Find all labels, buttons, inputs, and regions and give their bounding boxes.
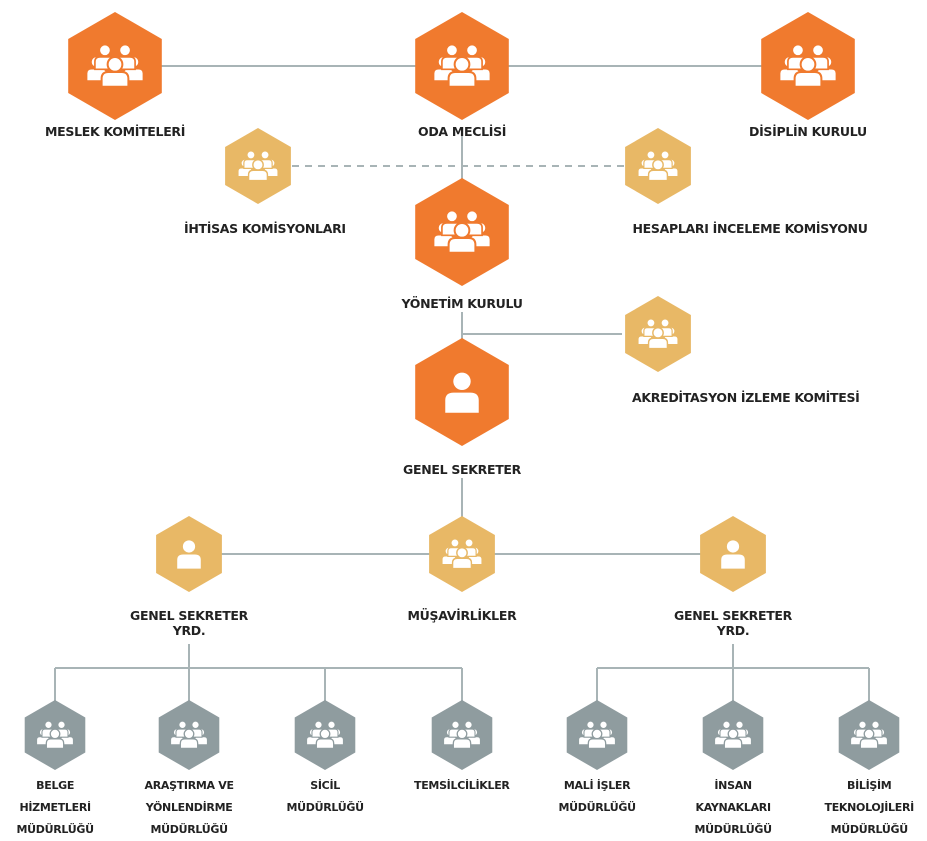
label-line: BELGE [36, 779, 75, 792]
label-line: TEKNOLOJİLERİ [824, 801, 915, 814]
label-temsilcilikler: TEMSİLCİLİKLER [414, 775, 510, 797]
group-icon [637, 318, 679, 350]
group-icon [170, 720, 208, 750]
label-genel-sekreter: GENEL SEKRETER [403, 462, 521, 477]
person-icon [177, 540, 201, 569]
label-line: GENEL SEKRETER [130, 608, 248, 623]
node-meslek-komiteleri [68, 12, 162, 120]
label-belge: BELGE HİZMETLERİ MÜDÜRLÜĞÜ [16, 775, 95, 841]
label-line: AKREDİTASYON İZLEME KOMİTESİ [632, 390, 860, 405]
node-bilisim [838, 700, 900, 770]
label-line: YÖNLENDİRME [145, 801, 233, 814]
group-icon [237, 150, 279, 182]
label-oda-meclisi: ODA MECLİSİ [418, 124, 506, 139]
group-icon [432, 209, 492, 254]
node-gs-yrd-right [700, 516, 766, 592]
label-line: GENEL SEKRETER [674, 608, 792, 623]
group-icon [714, 720, 752, 750]
label-meslek-komiteleri: MESLEK KOMİTELERİ [45, 124, 185, 139]
hexagon-shape [156, 516, 222, 592]
label-line: DİSİPLİN KURULU [749, 124, 867, 139]
label-line: YRD. [172, 623, 206, 638]
label-line: İNSAN [714, 779, 752, 792]
node-akreditasyon [625, 296, 691, 372]
group-icon [578, 720, 616, 750]
label-line: İHTİSAS KOMİSYONLARI [184, 221, 346, 236]
label-disiplin-kurulu: DİSİPLİN KURULU [749, 124, 867, 139]
label-line: YÖNETİM KURULU [401, 296, 523, 311]
label-line: MÜDÜRLÜĞÜ [286, 801, 365, 814]
label-line: MALİ İŞLER [563, 779, 631, 792]
label-line: TEMSİLCİLİKLER [414, 779, 510, 792]
hexagon-shape [415, 338, 509, 446]
label-line: HESAPLARI İNCELEME KOMİSYONU [632, 221, 868, 236]
label-line: ARAŞTIRMA VE [144, 779, 235, 792]
label-insan-kaynaklari: İNSAN KAYNAKLARI MÜDÜRLÜĞÜ [694, 775, 773, 841]
node-arastirma [158, 700, 220, 770]
label-line: MÜDÜRLÜĞÜ [694, 823, 773, 836]
node-genel-sekreter [415, 338, 509, 446]
label-line: GENEL SEKRETER [403, 462, 521, 477]
group-icon [36, 720, 74, 750]
label-arastirma: ARAŞTIRMA VE YÖNLENDİRME MÜDÜRLÜĞÜ [144, 775, 235, 841]
label-akreditasyon: AKREDİTASYON İZLEME KOMİTESİ [632, 390, 860, 405]
group-icon [441, 538, 483, 570]
hexagon-shape [700, 516, 766, 592]
label-line: MESLEK KOMİTELERİ [45, 124, 186, 139]
label-ihtisas-komisyonlari: İHTİSAS KOMİSYONLARI [184, 221, 346, 236]
group-icon [432, 43, 492, 88]
label-line: MÜDÜRLÜĞÜ [16, 823, 95, 836]
label-mali-isler: MALİ İŞLER MÜDÜRLÜĞÜ [558, 775, 637, 819]
label-line: KAYNAKLARI [695, 801, 771, 814]
node-disiplin-kurulu [761, 12, 855, 120]
node-mali-isler [566, 700, 628, 770]
node-hesaplari-inceleme [625, 128, 691, 204]
person-icon [445, 372, 479, 413]
node-temsilcilikler [431, 700, 493, 770]
node-musavirlikler [429, 516, 495, 592]
group-icon [306, 720, 344, 750]
node-insan-kaynaklari [702, 700, 764, 770]
label-line: YRD. [716, 623, 750, 638]
node-ihtisas-komisyonlari [225, 128, 291, 204]
node-yonetim-kurulu [415, 178, 509, 286]
group-icon [443, 720, 481, 750]
label-bilisim: BİLİŞİM TEKNOLOJİLERİ MÜDÜRLÜĞÜ [824, 775, 915, 841]
node-belge [24, 700, 86, 770]
node-sicil [294, 700, 356, 770]
label-line: MÜDÜRLÜĞÜ [830, 823, 909, 836]
node-gs-yrd-left [156, 516, 222, 592]
group-icon [778, 43, 838, 88]
label-line: ODA MECLİSİ [418, 124, 507, 139]
label-line: BİLİŞİM [847, 779, 892, 792]
group-icon [85, 43, 145, 88]
label-hesaplari-inceleme: HESAPLARI İNCELEME KOMİSYONU [633, 221, 868, 236]
label-line: MÜDÜRLÜĞÜ [558, 801, 637, 814]
label-line: MÜDÜRLÜĞÜ [150, 823, 228, 836]
label-line: MÜŞAVİRLİKLER [407, 608, 517, 623]
group-icon [850, 720, 888, 750]
nodes [24, 12, 900, 770]
person-icon [721, 540, 745, 569]
label-line: SİCİL [310, 779, 340, 792]
group-icon [637, 150, 679, 182]
label-musavirlikler: MÜŞAVİRLİKLER [408, 608, 517, 623]
node-oda-meclisi [415, 12, 509, 120]
label-sicil: SİCİL MÜDÜRLÜĞÜ [286, 775, 365, 819]
label-line: HİZMETLERİ [19, 801, 91, 814]
label-yonetim-kurulu: YÖNETİM KURULU [402, 296, 523, 311]
